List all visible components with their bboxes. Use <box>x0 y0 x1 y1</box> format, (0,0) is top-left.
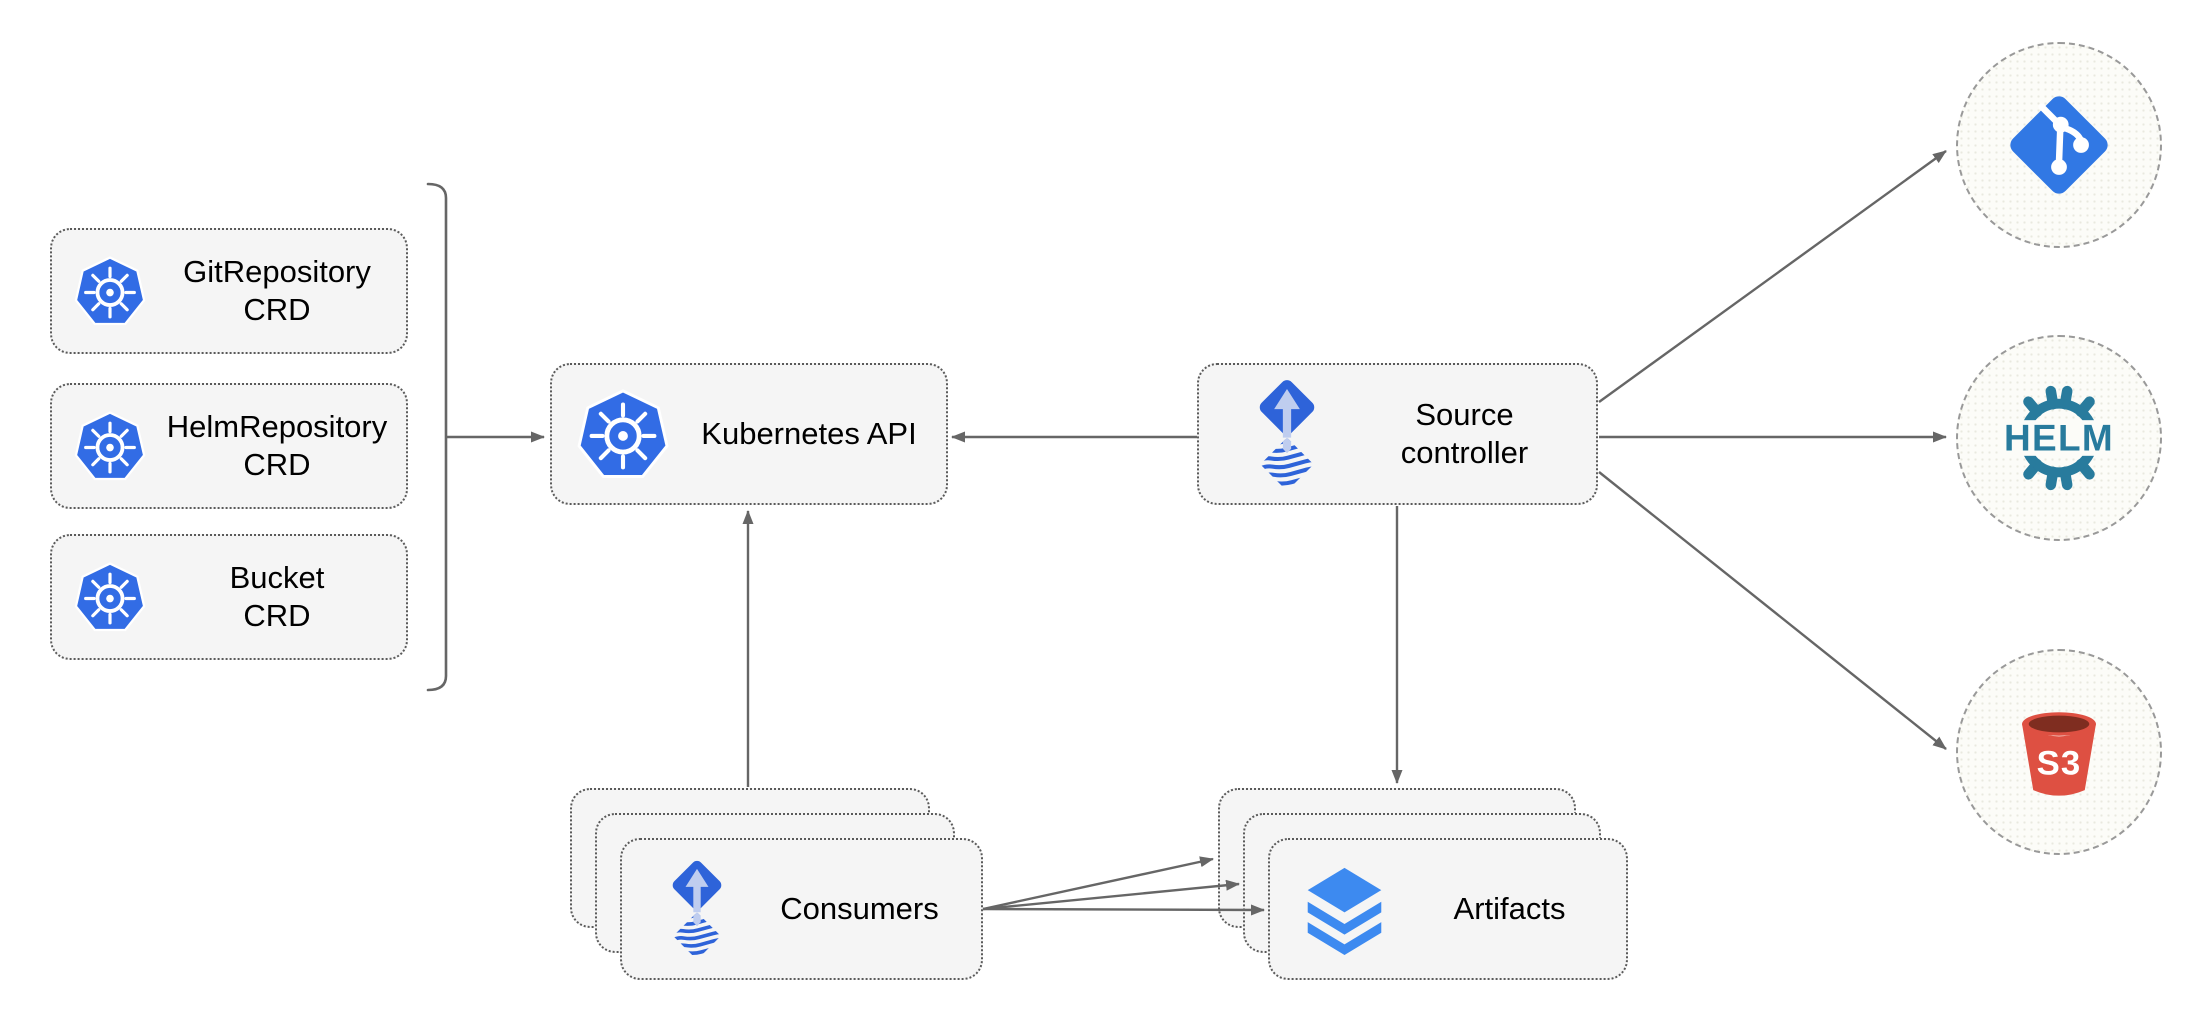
flux-icon <box>656 853 738 965</box>
arrow-source-controller-to-s3 <box>1598 471 1947 750</box>
node-label-line: controller <box>1400 435 1529 470</box>
node-label: Source controller <box>1333 396 1596 472</box>
node-s3-remote: S3 <box>1956 649 2162 855</box>
flux-icon <box>1241 377 1333 491</box>
helm-icon: HELM <box>1993 372 2125 504</box>
node-label: Consumers <box>738 890 981 928</box>
node-label-line: CRD <box>243 598 311 633</box>
node-label: Bucket CRD <box>148 559 406 635</box>
node-git-remote <box>1956 42 2162 248</box>
node-label-line: Kubernetes API <box>701 416 917 451</box>
kubernetes-icon <box>72 559 148 635</box>
node-label-line: Consumers <box>780 891 939 926</box>
git-icon <box>2001 87 2117 203</box>
s3-bucket-icon: S3 <box>2003 696 2115 808</box>
node-artifacts: Artifacts <box>1268 838 1628 980</box>
kubernetes-icon <box>72 408 148 484</box>
node-consumers: Consumers <box>620 838 983 980</box>
node-kubernetes-api: Kubernetes API <box>550 363 948 505</box>
node-label-line: CRD <box>243 447 311 482</box>
helm-icon-label: HELM <box>2004 418 2114 459</box>
node-label-line: GitRepository <box>183 254 371 289</box>
node-label-line: CRD <box>243 292 311 327</box>
node-helmrepository-crd: HelmRepository CRD <box>50 383 408 509</box>
arrow-consumers-to-artifacts-middle <box>982 879 1240 911</box>
node-gitrepository-crd: GitRepository CRD <box>50 228 408 354</box>
node-bucket-crd: Bucket CRD <box>50 534 408 660</box>
layers-icon <box>1296 864 1393 955</box>
node-label: Kubernetes API <box>672 415 946 453</box>
node-label-line: Artifacts <box>1453 891 1566 926</box>
arrow-source-controller-to-git <box>1598 150 1947 403</box>
crd-group-bracket <box>426 182 448 692</box>
arrow-consumers-to-artifacts-back <box>982 856 1214 911</box>
node-label: GitRepository CRD <box>148 253 406 329</box>
node-label-line: Source <box>1415 397 1514 432</box>
kubernetes-icon <box>574 385 672 483</box>
s3-icon-label: S3 <box>2037 744 2082 782</box>
node-label-line: HelmRepository <box>166 409 388 444</box>
node-label-line: Bucket <box>229 560 325 595</box>
kubernetes-icon <box>72 253 148 329</box>
node-source-controller: Source controller <box>1197 363 1598 505</box>
node-helm-remote: HELM <box>1956 335 2162 541</box>
node-label: Artifacts <box>1393 890 1626 928</box>
node-label: HelmRepository CRD <box>148 408 406 484</box>
